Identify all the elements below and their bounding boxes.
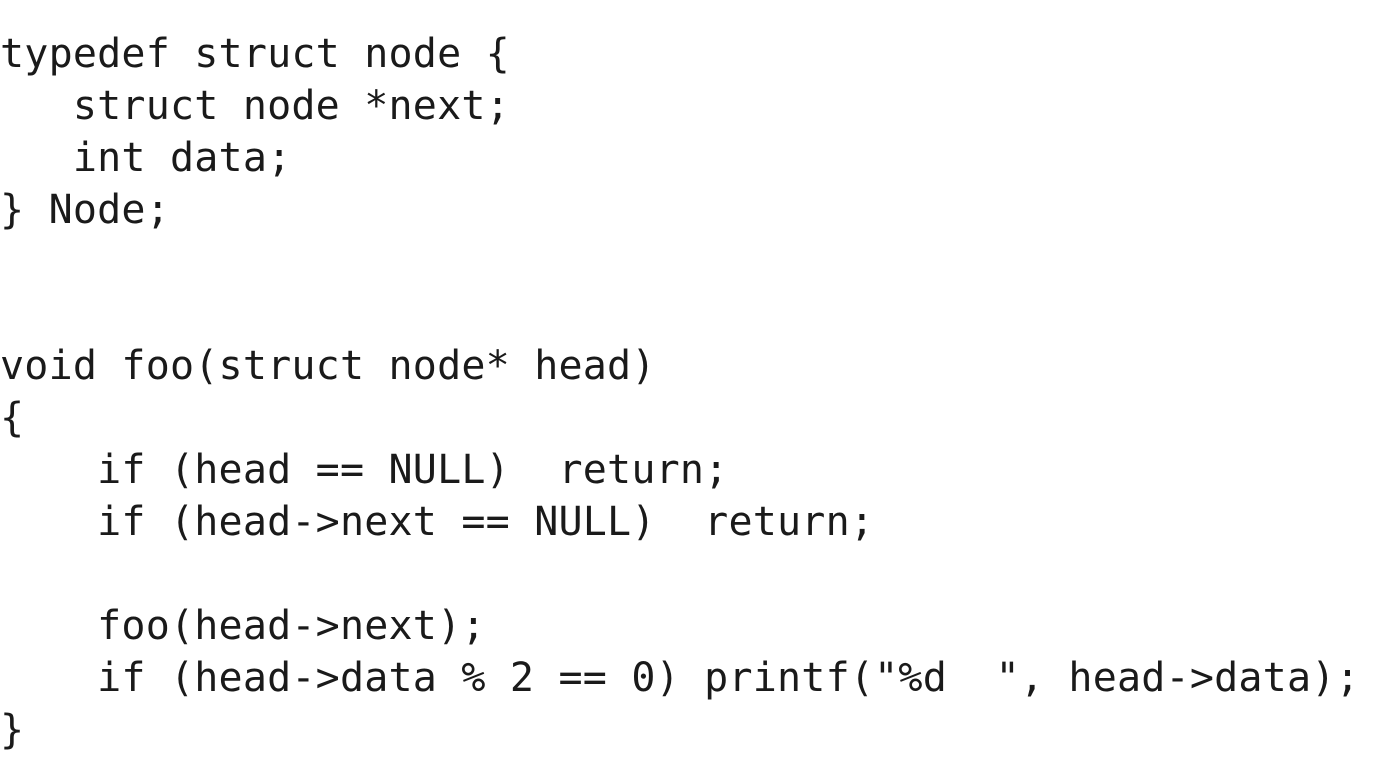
code-line-13: if (head->data % 2 == 0) printf("%d ", h… [0,655,1360,701]
code-line-2: struct node *next; [0,83,510,129]
code-line-3: int data; [0,135,292,181]
code-line-10: if (head->next == NULL) return; [0,499,875,545]
code-line-12: foo(head->next); [0,603,486,649]
code-line-8: { [0,395,25,441]
code-line-1: typedef struct node { [0,31,510,77]
code-line-7: void foo(struct node* head) [0,343,656,389]
code-line-9: if (head == NULL) return; [0,447,729,493]
code-line-14: } [0,707,25,753]
code-line-4: } Node; [0,187,170,233]
